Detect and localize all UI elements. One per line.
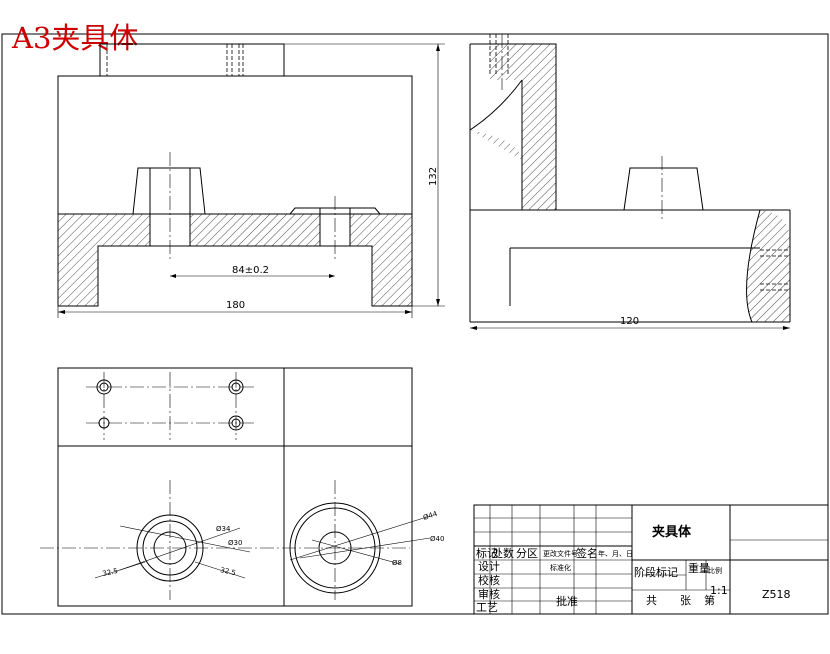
process-label: 工艺 [476,601,498,614]
stage-mark-label: 阶段标记 [634,565,678,579]
dim-dia-34: Ø34 [216,525,231,533]
dim-dia-44: Ø44 [422,510,439,522]
dim-hole-spacing: 84±0.2 [232,265,269,276]
scale-value: 1:1 [710,584,728,597]
dim-side-width: 120 [620,316,639,327]
dim-angle-left: 32.5 [102,567,119,578]
part-name: 夹具体 [652,524,692,540]
drawing-frame [1,33,829,615]
design-label: 设计 [478,560,500,573]
side-view: 120 [469,34,791,330]
standardize-label: 标准化 [550,563,571,572]
zone-col: 分区 [516,547,538,560]
mark-col: 标记 [476,546,498,560]
drawing-number: Z518 [762,588,791,601]
weight-label: 重量 [688,561,710,575]
count-col: 处数 [492,547,514,560]
dim-dia-30: Ø30 [228,539,242,547]
top-view: Ø34 Ø30 32.5 32.5 Ø44 Ø40 Ø8 [40,367,444,607]
sheets-label: 张 [680,594,691,607]
scale-header: 比例 [708,566,722,575]
dim-overall-height: 132 [428,167,439,186]
title-block: 夹具体 Z518 比例 1:1 标记 处数 分区 更改文件号 签名 年、月、日 … [473,504,829,615]
format-stamp: A3夹具体 [11,21,138,55]
change-doc-col: 更改文件号 [543,549,578,558]
total-label: 共 [646,594,657,607]
review-label: 审核 [478,587,500,601]
dim-dia-40: Ø40 [430,535,444,543]
sign-col: 签名 [576,546,598,560]
check-label: 校核 [478,573,500,587]
dim-angle-right: 32.5 [220,566,237,577]
approve-label: 批准 [556,594,578,608]
dim-dia-8: Ø8 [392,559,402,567]
dim-overall-width: 180 [226,300,245,311]
sheet-no-label: 第 [704,593,715,607]
front-view: 84±0.2 180 132 [57,43,445,318]
date-col: 年、月、日 [598,549,633,558]
